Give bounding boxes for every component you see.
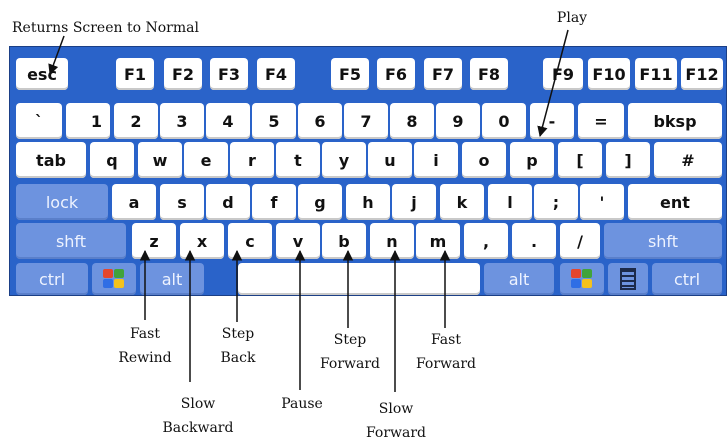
key-right-ctrl[interactable]: ctrl	[652, 263, 722, 295]
key-minus[interactable]: -	[530, 103, 574, 139]
key-right-shift[interactable]: shft	[604, 223, 722, 259]
key-left-ctrl[interactable]: ctrl	[16, 263, 88, 295]
key-p[interactable]: p	[510, 142, 554, 178]
key-s[interactable]: s	[160, 184, 204, 220]
key-hash[interactable]: #	[654, 142, 722, 178]
key-f12[interactable]: F12	[681, 58, 723, 90]
key-z[interactable]: z	[132, 223, 176, 259]
key-w[interactable]: w	[138, 142, 182, 178]
key-tab[interactable]: tab	[16, 142, 86, 178]
key-backtick[interactable]: `	[16, 103, 62, 139]
key-k[interactable]: k	[440, 184, 484, 220]
key-a[interactable]: a	[112, 184, 156, 220]
windows-logo-icon	[571, 269, 593, 289]
key-f1[interactable]: F1	[116, 58, 154, 90]
key-g[interactable]: g	[298, 184, 342, 220]
key-right-windows[interactable]	[560, 263, 604, 295]
key-f8[interactable]: F8	[470, 58, 508, 90]
key-9[interactable]: 9	[436, 103, 480, 139]
key-f[interactable]: f	[252, 184, 296, 220]
key-1[interactable]: 1	[66, 103, 110, 139]
key-f10[interactable]: F10	[588, 58, 630, 90]
annotation-play: Play	[556, 10, 588, 26]
key-3[interactable]: 3	[160, 103, 204, 139]
annotation-pause: Pause	[281, 396, 323, 412]
key-b[interactable]: b	[322, 223, 366, 259]
key-esc[interactable]: esc	[16, 58, 68, 90]
key-backspace[interactable]: bksp	[628, 103, 722, 139]
key-enter[interactable]: ent	[628, 184, 722, 220]
key-right-bracket[interactable]: ]	[606, 142, 650, 178]
key-5[interactable]: 5	[252, 103, 296, 139]
key-v[interactable]: v	[276, 223, 320, 259]
key-2[interactable]: 2	[114, 103, 158, 139]
key-right-alt[interactable]: alt	[484, 263, 554, 295]
key-apostrophe[interactable]: '	[580, 184, 624, 220]
key-4[interactable]: 4	[206, 103, 250, 139]
key-menu[interactable]	[608, 263, 648, 295]
key-o[interactable]: o	[462, 142, 506, 178]
key-f5[interactable]: F5	[331, 58, 369, 90]
key-l[interactable]: l	[488, 184, 532, 220]
key-semicolon[interactable]: ;	[534, 184, 578, 220]
key-i[interactable]: i	[414, 142, 458, 178]
key-f6[interactable]: F6	[377, 58, 415, 90]
key-u[interactable]: u	[368, 142, 412, 178]
key-left-shift[interactable]: shft	[16, 223, 126, 259]
key-e[interactable]: e	[184, 142, 228, 178]
key-t[interactable]: t	[276, 142, 320, 178]
key-c[interactable]: c	[228, 223, 272, 259]
annotation-returns-screen: Returns Screen to Normal	[12, 20, 199, 36]
key-n[interactable]: n	[370, 223, 414, 259]
key-m[interactable]: m	[416, 223, 460, 259]
key-f3[interactable]: F3	[210, 58, 248, 90]
key-caps-lock[interactable]: lock	[16, 184, 108, 220]
key-f2[interactable]: F2	[164, 58, 202, 90]
key-y[interactable]: y	[322, 142, 366, 178]
key-f9[interactable]: F9	[543, 58, 583, 90]
key-f11[interactable]: F11	[635, 58, 677, 90]
windows-logo-icon	[103, 269, 125, 289]
key-comma[interactable]: ,	[464, 223, 508, 259]
key-r[interactable]: r	[230, 142, 274, 178]
key-j[interactable]: j	[392, 184, 436, 220]
key-equals[interactable]: =	[578, 103, 624, 139]
key-x[interactable]: x	[180, 223, 224, 259]
key-7[interactable]: 7	[344, 103, 388, 139]
key-f4[interactable]: F4	[257, 58, 295, 90]
key-q[interactable]: q	[90, 142, 134, 178]
key-period[interactable]: .	[512, 223, 556, 259]
key-0[interactable]: 0	[482, 103, 526, 139]
key-h[interactable]: h	[346, 184, 390, 220]
key-space[interactable]	[238, 263, 480, 295]
key-6[interactable]: 6	[298, 103, 342, 139]
key-left-alt[interactable]: alt	[140, 263, 204, 295]
menu-icon	[620, 268, 636, 290]
key-8[interactable]: 8	[390, 103, 434, 139]
key-slash[interactable]: /	[560, 223, 600, 259]
key-f7[interactable]: F7	[424, 58, 462, 90]
key-left-windows[interactable]	[92, 263, 136, 295]
key-d[interactable]: d	[206, 184, 250, 220]
key-left-bracket[interactable]: [	[558, 142, 602, 178]
